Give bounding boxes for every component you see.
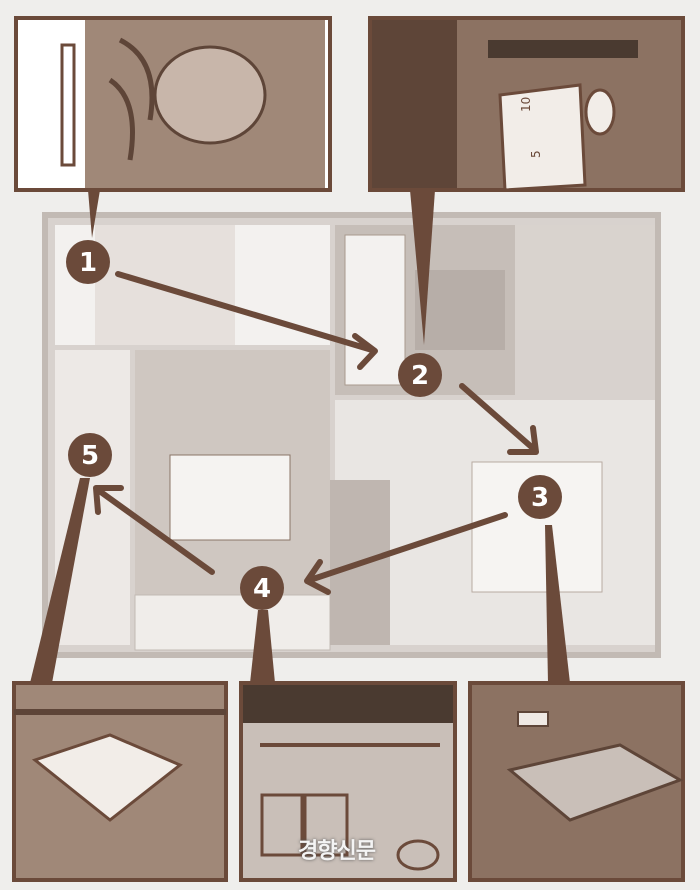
- bathtub: [344, 234, 406, 386]
- svg-text:1: 1: [79, 248, 97, 278]
- svg-text:3: 3: [531, 483, 549, 513]
- watermark: 경향신문: [298, 839, 376, 864]
- marker-3: 3: [518, 475, 562, 519]
- svg-text:10: 10: [519, 97, 533, 112]
- tiger-head: [153, 45, 267, 145]
- markers: 1 2 3 4 5: [66, 240, 562, 610]
- panel-laundry: [12, 681, 228, 882]
- svg-text:5: 5: [529, 150, 543, 158]
- kitchen-counter: [134, 594, 331, 651]
- marker-2: 2: [398, 353, 442, 397]
- panel-toilet-paper: 10 5: [368, 16, 685, 192]
- marker-5: 5: [68, 433, 112, 477]
- svg-text:2: 2: [411, 361, 429, 391]
- panel-bedroom: [468, 681, 685, 882]
- callout-pointers: [30, 190, 570, 683]
- toilet-area: [415, 270, 505, 350]
- marker-1: 1: [66, 240, 110, 284]
- tv: [169, 454, 291, 541]
- marker-4: 4: [240, 566, 284, 610]
- svg-text:4: 4: [253, 574, 271, 604]
- panel-tiger: [14, 16, 332, 192]
- svg-text:5: 5: [81, 441, 99, 471]
- route-arrows: [93, 271, 539, 595]
- wet-blanket: [31, 733, 183, 822]
- panel-kitchen: [239, 681, 457, 882]
